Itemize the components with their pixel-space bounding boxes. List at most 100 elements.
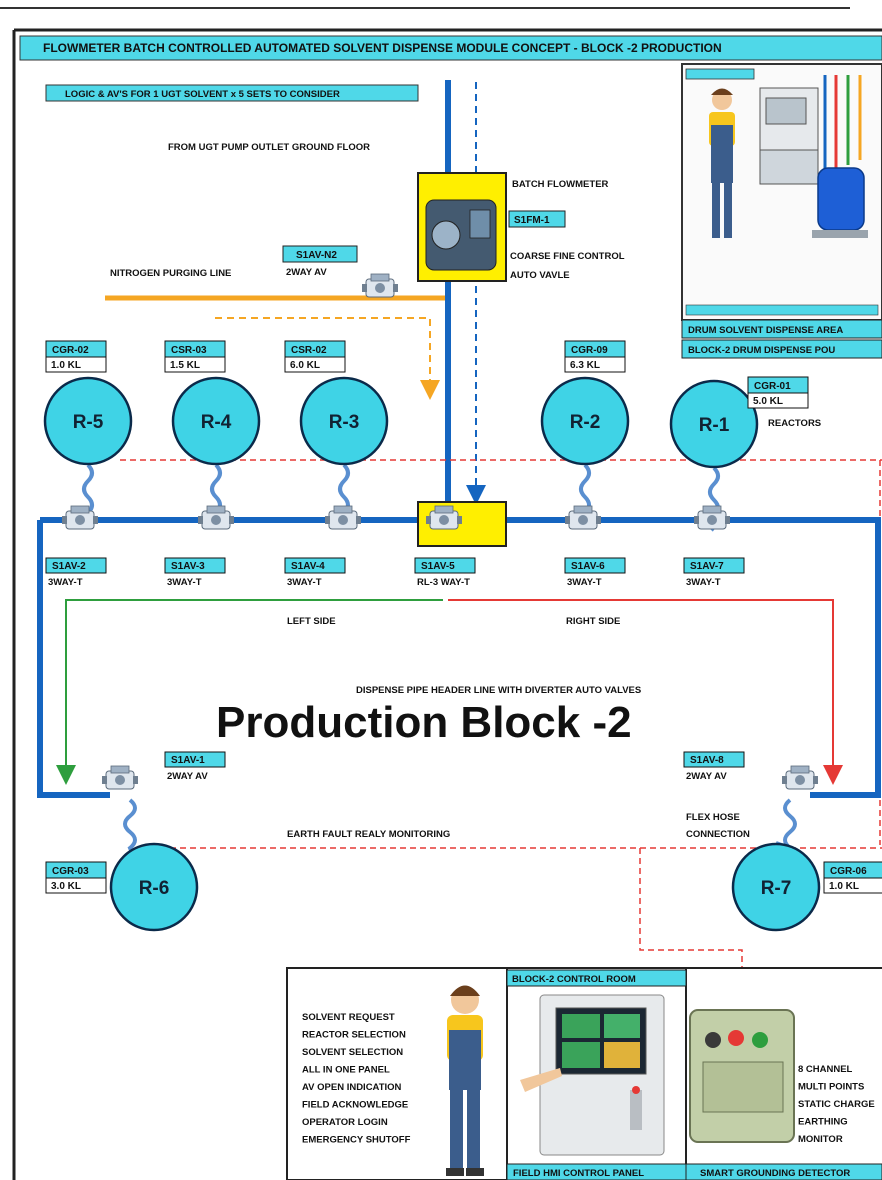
operator-figure — [446, 985, 484, 1176]
nitrogen-valve-icon — [361, 273, 399, 298]
valve-type: 3WAY-T — [167, 577, 202, 588]
drum-pou-label-box — [681, 339, 882, 359]
flex-hose-label-1: FLEX HOSE — [686, 812, 740, 823]
logic-note-box — [45, 84, 419, 102]
control-function-item: AV OPEN INDICATION — [302, 1082, 402, 1093]
nitrogen-line-label: NITROGEN PURGING LINE — [110, 268, 231, 279]
valve-tag: S1AV-2 — [52, 561, 86, 572]
control-room-label: BLOCK-2 CONTROL ROOM — [512, 974, 636, 985]
nitrogen-tag: S1AV-N2 — [296, 250, 337, 261]
control-function-item: ALL IN ONE PANEL — [302, 1065, 390, 1076]
valve-tag: S1AV-6 — [571, 561, 605, 572]
valve-tag-box — [164, 557, 226, 574]
reactor-capacity-box — [747, 392, 809, 409]
grounding-feature-item: MULTI POINTS — [798, 1082, 864, 1093]
valve-icon — [564, 505, 602, 530]
reactor-vessel — [669, 379, 759, 469]
right-side-arrow — [448, 599, 843, 785]
flowmeter-dial — [431, 220, 461, 250]
left-side-label: LEFT SIDE — [287, 616, 336, 627]
valve-type: 3WAY-T — [567, 577, 602, 588]
reactor-capacity-box — [823, 877, 882, 894]
valve-tag: S1AV-4 — [291, 561, 325, 572]
reactor-tag: CSR-03 — [171, 345, 207, 356]
flowmeter-tag-box — [508, 210, 566, 228]
reactor-capacity: 6.0 KL — [290, 360, 320, 371]
flowmeter-tag: S1FM-1 — [514, 215, 550, 226]
reactor-tag: CSR-02 — [291, 345, 327, 356]
reactor-vessel — [731, 842, 821, 932]
grounding-detector-device — [689, 1009, 795, 1143]
drum-panel-bottom-strip — [685, 304, 879, 316]
reactor-tag: CGR-03 — [52, 866, 89, 877]
flex-hose-label-2: CONNECTION — [686, 829, 750, 840]
reactor-vessel — [299, 376, 389, 466]
valve-type: RL-3 WAY-T — [417, 577, 470, 588]
reactor-capacity-box — [564, 356, 626, 373]
valve-tag: S1AV-3 — [171, 561, 205, 572]
control-function-item: EMERGENCY SHUTOFF — [302, 1135, 411, 1146]
valve-icon — [693, 505, 731, 530]
valves-layer: S1AV-23WAY-TS1AV-33WAY-TS1AV-43WAY-TS1AV… — [45, 501, 819, 790]
reactor-capacity: 6.3 KL — [570, 360, 600, 371]
valve-tag-box — [284, 557, 346, 574]
left-side-arrow — [56, 599, 443, 785]
valve-tag: S1AV-8 — [690, 755, 724, 766]
valve-tag-box — [414, 557, 476, 574]
reactor-capacity: 5.0 KL — [753, 396, 783, 407]
reactor-name: R-6 — [139, 878, 170, 899]
reactor-capacity: 3.0 KL — [51, 881, 81, 892]
reactor-name: R-3 — [329, 412, 360, 433]
drum-cabinet-screen — [765, 97, 807, 125]
control-function-item: OPERATOR LOGIN — [302, 1117, 388, 1128]
drum-cabinet-lower — [759, 149, 819, 185]
flowmeter-display — [469, 209, 491, 239]
reactor-capacity: 1.0 KL — [829, 881, 859, 892]
drum-operator-figure — [709, 88, 735, 238]
valve-icon — [324, 505, 362, 530]
valve-tag: S1AV-7 — [690, 561, 724, 572]
valve-s1av-3: S1AV-3 3WAY-T — [164, 505, 235, 588]
reactor-vessel — [43, 376, 133, 466]
reactor-capacity-box — [45, 356, 107, 373]
reactor-tag: CGR-09 — [571, 345, 608, 356]
valve-s1av-6: S1AV-6 3WAY-T — [564, 505, 626, 588]
valve-tag: S1AV-1 — [171, 755, 205, 766]
grounding-feature-item: 8 CHANNEL — [798, 1064, 853, 1075]
valve-tag-box — [45, 557, 107, 574]
valve-tag-box — [164, 751, 226, 768]
valve-icon — [781, 765, 819, 790]
reactor-r-6: R-6 CGR-03 3.0 KL — [45, 798, 199, 932]
drum-panel-tag — [685, 68, 755, 80]
earth-fault-label: EARTH FAULT REALY MONITORING — [287, 829, 450, 840]
header-line-label: DISPENSE PIPE HEADER LINE WITH DIVERTER … — [356, 685, 641, 696]
valve-s1av-5: S1AV-5RL-3 WAY-T — [414, 501, 507, 588]
hmi-panel-label: FIELD HMI CONTROL PANEL — [513, 1168, 644, 1179]
drum-scale — [812, 230, 868, 238]
production-block-title: Production Block -2 — [216, 698, 632, 747]
control-room-label-box — [506, 969, 687, 987]
control-function-item: SOLVENT SELECTION — [302, 1047, 403, 1058]
auto-valve-label: AUTO VAVLE — [510, 270, 570, 281]
reactor-r-3: R-3 CSR-02 6.0 KL — [284, 340, 389, 529]
valve-type: 2WAY AV — [167, 771, 208, 782]
grounding-label: SMART GROUNDING DETECTOR — [700, 1168, 850, 1179]
reactor-name: R-5 — [73, 412, 104, 433]
reactor-tag: CGR-06 — [830, 866, 867, 877]
valve-icon — [101, 765, 139, 790]
grounding-label-box — [685, 1163, 882, 1180]
valve-type: 3WAY-T — [48, 577, 83, 588]
page-title: FLOWMETER BATCH CONTROLLED AUTOMATED SOL… — [43, 41, 722, 55]
logic-note: LOGIC & AV'S FOR 1 UGT SOLVENT x 5 SETS … — [65, 89, 340, 100]
title-bar — [19, 35, 882, 61]
